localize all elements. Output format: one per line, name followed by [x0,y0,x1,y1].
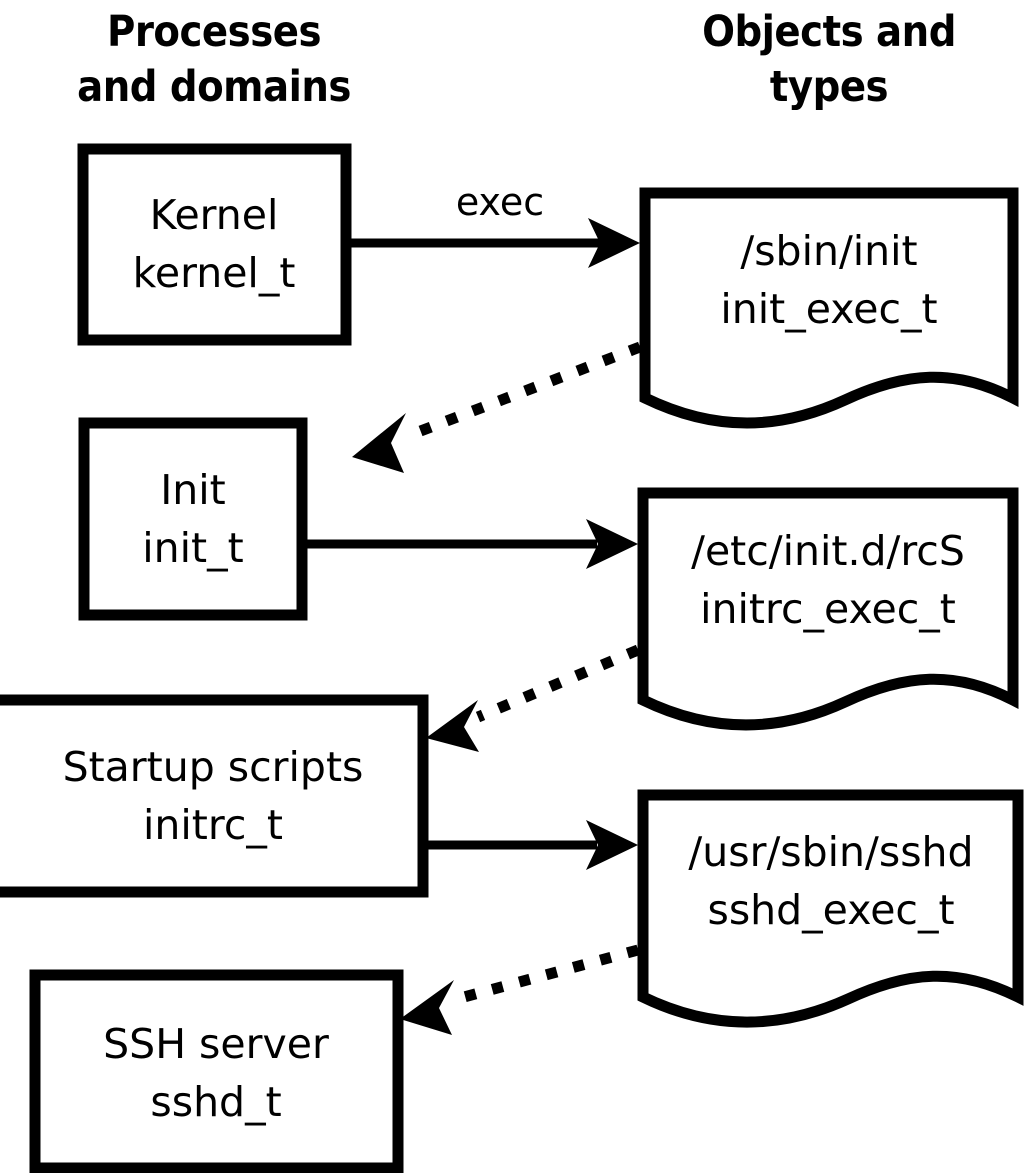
object-initrc-exec-type: initrc_exec_t [700,585,956,633]
document-shape-initrc-exec[interactable] [637,487,1019,731]
process-kernel-type: kernel_t [133,249,296,297]
process-initrc-name: Startup scripts [63,743,364,791]
column-header-left: Processes and domains [77,7,351,112]
object-node-initrc-exec[interactable]: /etc/init.d/rcS initrc_exec_t [637,487,1019,731]
right-header-line2: types [770,62,888,112]
edge-label-exec: exec [456,180,544,224]
object-sshd-exec-type: sshd_exec_t [707,886,954,934]
object-init-exec-type: init_exec_t [720,285,937,333]
object-node-init-exec[interactable]: /sbin/init init_exec_t [639,187,1019,429]
arrowhead-exec [588,218,640,268]
edge-line-sshd-transition [451,944,640,1006]
edge-initrc-to-sshd-exec [428,820,638,870]
object-sshd-exec-path: /usr/sbin/sshd [688,828,973,876]
edge-line-initrc-transition [475,644,641,723]
process-sshd-type: sshd_t [150,1078,281,1126]
process-node-initrc[interactable]: Startup scripts initrc_t [0,694,429,898]
process-kernel-name: Kernel [150,191,279,239]
edge-init-to-initrc-exec [306,519,638,569]
object-node-sshd-exec[interactable]: /usr/sbin/sshd sshd_exec_t [637,789,1024,1028]
process-init-name: Init [160,466,226,514]
arrowhead-initrc-transition [426,700,479,752]
document-shape-sshd-exec[interactable] [637,789,1024,1028]
arrowhead-sshd-transition [400,980,454,1035]
process-init-type: init_t [142,524,243,572]
process-initrc-type: initrc_t [143,801,283,849]
left-header-line1: Processes [107,7,321,57]
object-init-exec-path: /sbin/init [740,227,917,275]
process-box-sshd[interactable] [29,969,404,1173]
arrowhead-init-transition [352,413,406,473]
process-node-sshd[interactable]: SSH server sshd_t [29,969,404,1173]
right-header-line1: Objects and [702,7,956,57]
edge-line-init-transition [403,341,642,443]
process-box-initrc[interactable] [0,694,429,898]
document-shape-init-exec[interactable] [639,187,1019,429]
process-node-init[interactable]: Init init_t [78,417,308,621]
edge-kernel-to-init-exec: exec [350,180,640,268]
arrowhead-init-to-rcs [586,519,638,569]
edge-init-exec-to-init [352,341,642,473]
process-box-kernel[interactable] [77,143,352,346]
left-header-line2: and domains [77,62,351,112]
process-box-init[interactable] [78,417,308,621]
process-node-kernel[interactable]: Kernel kernel_t [77,143,352,346]
object-initrc-exec-path: /etc/init.d/rcS [691,527,965,575]
process-sshd-name: SSH server [103,1020,329,1068]
edge-initrc-exec-to-initrc [426,644,641,752]
column-header-right: Objects and types [702,7,956,112]
arrowhead-initrc-to-sshd [586,820,638,870]
edge-sshd-exec-to-sshd [400,944,640,1035]
